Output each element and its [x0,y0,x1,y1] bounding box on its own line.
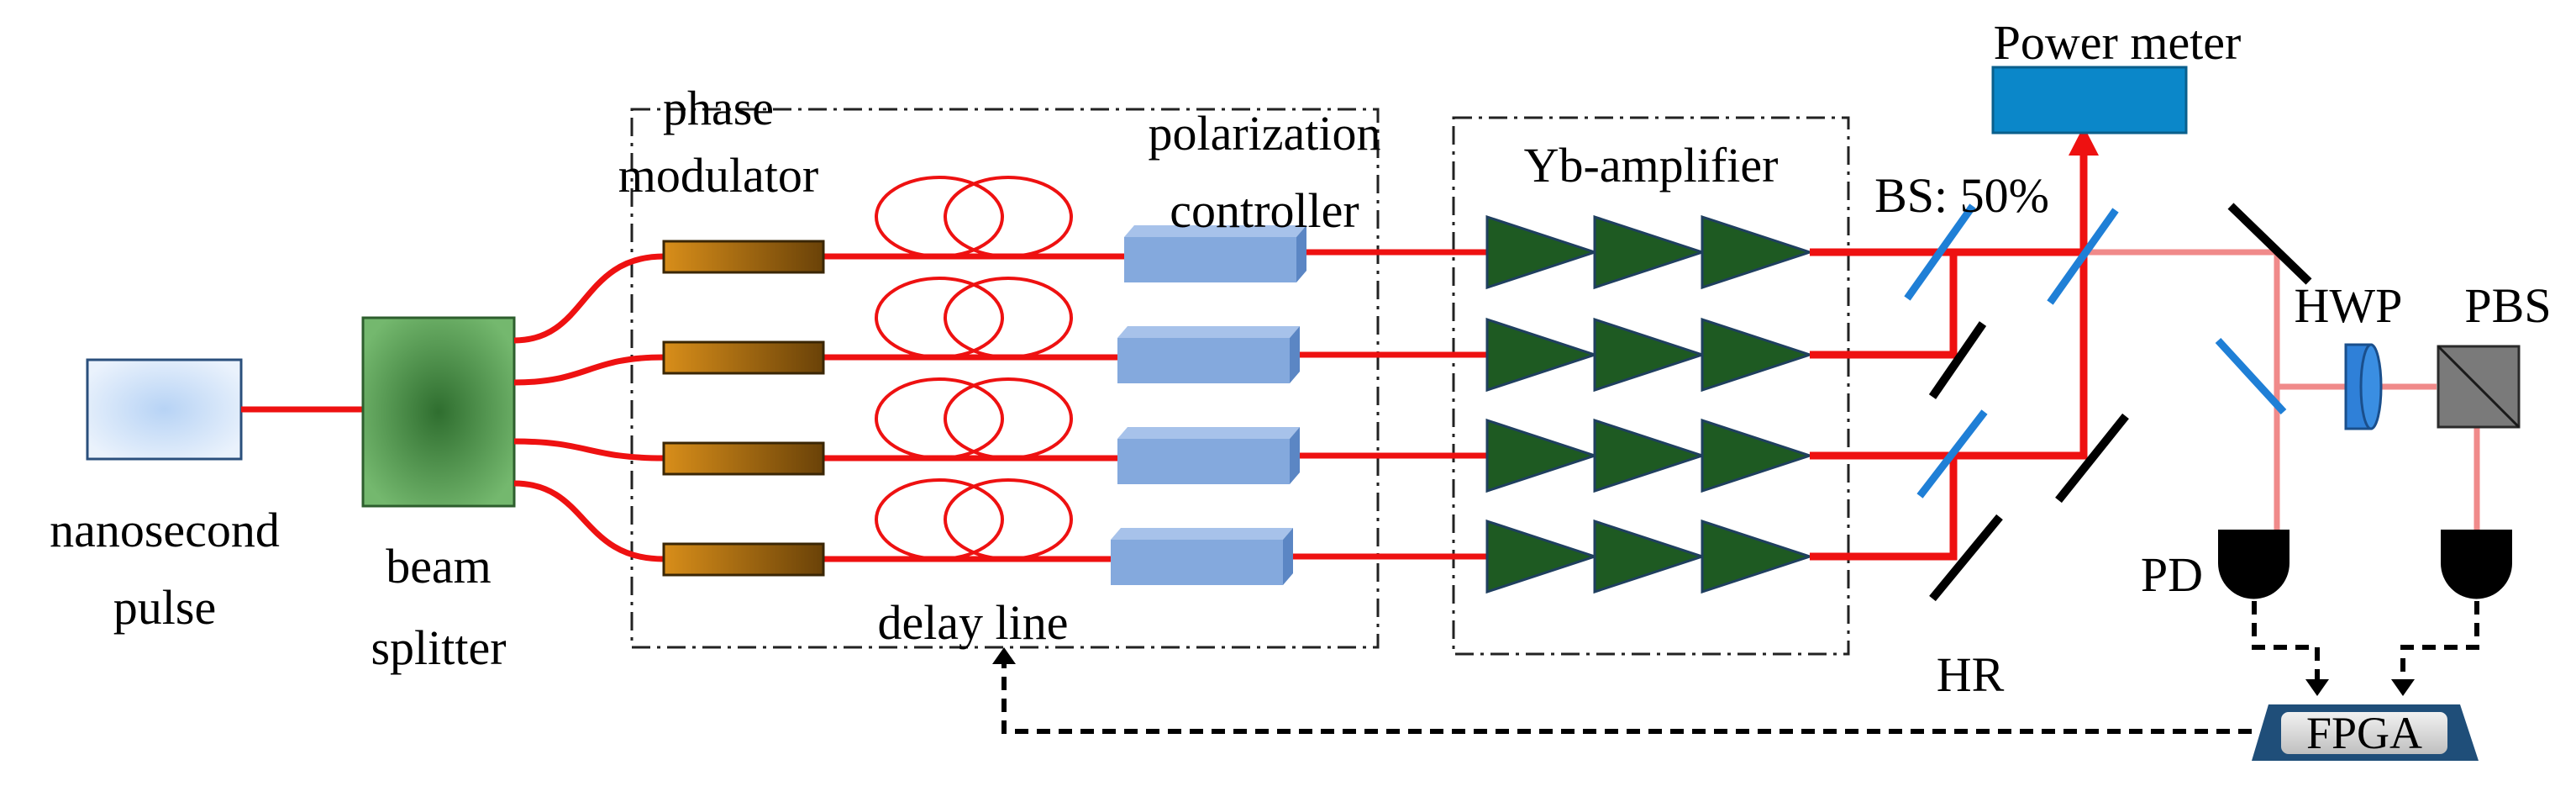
amplifier-group-frame [1452,116,1850,656]
channel-3 [662,377,1487,484]
hr-mirror [1929,514,2003,602]
fan-out-fibers [513,253,665,562]
triangle-amplifier-icon [1701,519,1814,594]
polarization-controller [1117,326,1300,383]
half-wave-plate [2344,343,2383,430]
pbs-label: PBS [2464,278,2551,333]
triangle-amplifier-icon [1593,214,1706,290]
photodiode-icon [2441,530,2512,599]
beam-splitters [1904,203,2287,499]
power-meter-label: Power meter [1994,15,2242,70]
polarization-controller [1124,225,1306,282]
phase-modulator [662,542,825,577]
triangle-amplifier-icon [1593,519,1706,594]
triangle-amplifier-icon [1701,214,1814,290]
hr-mirrors [1928,203,2312,602]
triangle-amplifier-icon [1485,214,1599,290]
feedback-lines [1001,601,2479,734]
arrowhead [992,647,1016,664]
polarization-label-line1: polarization [1148,106,1380,161]
triangle-amplifier-icon [1485,317,1599,393]
polarization-label-line2: controller [1170,183,1359,238]
polarization-controller [1117,427,1300,484]
channel-1 [662,176,1487,282]
power-meter-arrow [2069,126,2099,156]
nanosecond-label-line1: nanosecond [50,503,280,557]
phase-label-line2: modulator [618,148,818,203]
fpga-label: FPGA [2306,708,2422,758]
yb-amplifier-label: Yb-amplifier [1524,138,1779,193]
bs-ratio-label: BS: 50% [1874,168,2049,223]
nanosecond-pulse-source [86,358,243,461]
phase-label-line1: phase [663,81,774,135]
bs-optic-3 [1916,409,1988,499]
delay-line-label: delay line [877,595,1068,650]
hr-label: HR [1937,647,2005,702]
beam-splitter-box [361,316,516,508]
hr-mirror [1928,321,1987,399]
hr-mirror [2055,413,2129,504]
power-meter [1991,66,2188,135]
photodiode-icon [2218,530,2289,599]
phase-modulator [662,340,825,375]
arrowhead [2391,679,2415,696]
triangle-amplifier-icon [1485,519,1599,594]
bs-optic-4 [2215,337,2287,415]
triangle-amplifier-icon [1701,317,1814,393]
fiber-coil-icon [875,478,1073,561]
hwp-label: HWP [2295,278,2403,333]
modulator-group-frame [630,108,1380,649]
nanosecond-label-line2: pulse [113,580,216,635]
fiber-coil-icon [875,377,1073,460]
fiber-coil-icon [875,277,1073,359]
channel-4 [662,478,1487,585]
bs-optic-1 [1904,203,1976,301]
fiber-coil-icon [875,176,1073,258]
combining-beams [1810,143,2088,561]
amplifier-chain [1485,214,1814,594]
triangle-amplifier-icon [1485,418,1599,493]
arrowhead [2305,679,2329,696]
bs-optic-2 [2047,208,2119,305]
phase-modulator [662,441,825,476]
phase-modulator [662,240,825,274]
fpga-board [2252,704,2479,761]
pd-label: PD [2141,547,2203,602]
polarizing-beam-splitter [2437,345,2521,429]
triangle-amplifier-icon [1593,317,1706,393]
beam-splitter-label-line1: beam [386,539,492,593]
beam-splitter-label-line2: splitter [371,620,506,675]
channel-2 [662,277,1487,383]
triangle-amplifier-icon [1701,418,1814,493]
hr-mirror [2227,203,2312,285]
triangle-amplifier-icon [1593,418,1706,493]
polarization-controller [1111,528,1293,585]
